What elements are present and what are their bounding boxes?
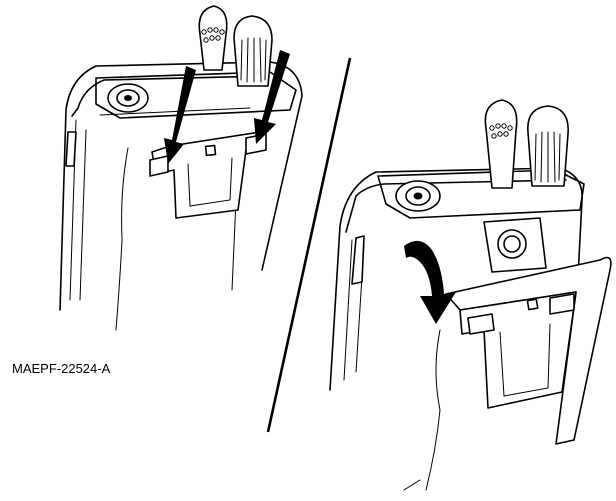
right-side-button bbox=[351, 235, 365, 285]
right-belt-clip bbox=[445, 256, 612, 445]
figure-code-label: MAEPF-22524-A bbox=[12, 361, 111, 376]
view-divider bbox=[266, 57, 352, 433]
right-curved-arrow bbox=[404, 240, 456, 324]
right-antenna-knob bbox=[484, 99, 518, 189]
left-arrow-2 bbox=[254, 50, 290, 144]
right-clip-slot bbox=[526, 298, 539, 311]
left-clip-slot bbox=[204, 144, 217, 157]
left-antenna-knob bbox=[198, 5, 228, 71]
left-radio-housing bbox=[59, 61, 303, 311]
left-side-button bbox=[65, 131, 77, 167]
right-radio-illustration bbox=[329, 99, 612, 491]
left-radio-bevel bbox=[71, 75, 267, 117]
left-arrow-1 bbox=[164, 66, 196, 164]
right-radio-housing bbox=[329, 167, 583, 431]
left-volume-knob bbox=[233, 15, 273, 87]
left-radio-illustration bbox=[59, 5, 303, 331]
